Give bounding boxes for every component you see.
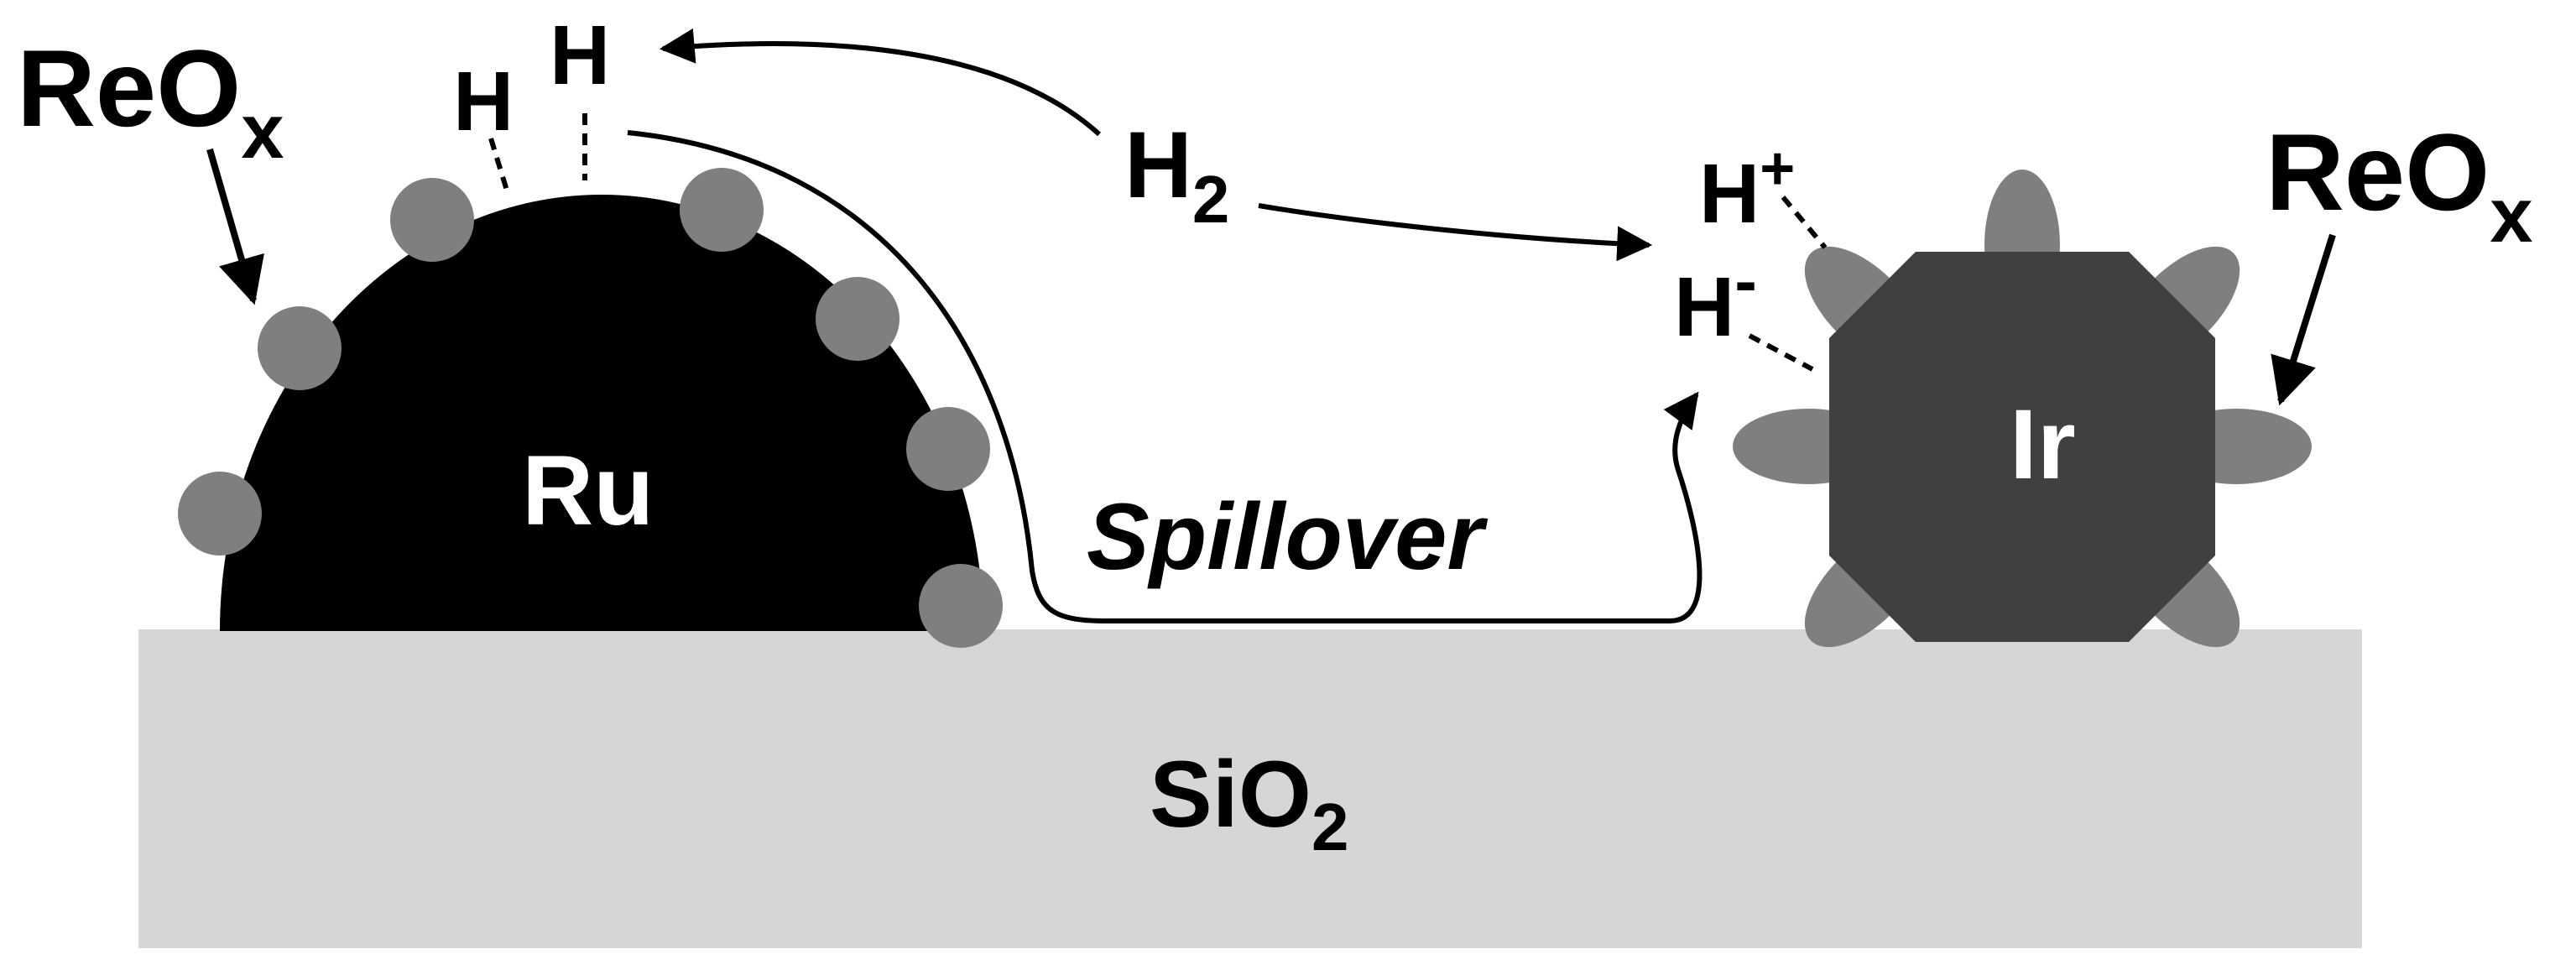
sio2-label-sub: 2 bbox=[1311, 790, 1349, 864]
reox-left-sub: x bbox=[241, 89, 284, 175]
h-minus-main: H bbox=[1674, 260, 1734, 354]
h2-main: H bbox=[1124, 112, 1192, 217]
h-plus-sup: + bbox=[1760, 135, 1795, 202]
spillover-path bbox=[627, 130, 1703, 623]
h2-label: H2 bbox=[1124, 112, 1229, 237]
ru-label: Ru bbox=[522, 436, 654, 546]
h2-to-ru-arrow bbox=[659, 28, 1102, 137]
h-plus-main: H bbox=[1699, 147, 1760, 241]
reox-dot bbox=[680, 168, 764, 252]
sio2-label: SiO2 bbox=[1150, 742, 1348, 864]
reox-right-arrow bbox=[2271, 233, 2336, 406]
h-minus-bond-dashed bbox=[1748, 333, 1814, 372]
reox-dot bbox=[390, 178, 474, 262]
reox-dot bbox=[816, 277, 900, 361]
reox-dot bbox=[178, 472, 262, 556]
h2-to-ir-arrow bbox=[1258, 203, 1653, 262]
ir-label: Ir bbox=[2010, 389, 2076, 500]
reox-left-label: ReOx bbox=[17, 27, 284, 175]
h2-sub: 2 bbox=[1192, 162, 1230, 237]
reox-dot bbox=[258, 306, 342, 390]
ir-particle bbox=[1829, 252, 2215, 642]
h-atom-left-1: H bbox=[453, 55, 514, 149]
reox-right-sub: x bbox=[2490, 173, 2532, 258]
h-minus-sup: - bbox=[1734, 243, 1757, 318]
sio2-substrate bbox=[138, 629, 2362, 948]
ru-particle bbox=[220, 195, 983, 631]
reox-right-label: ReOx bbox=[2266, 111, 2532, 258]
sio2-label-main: SiO bbox=[1150, 742, 1311, 847]
spillover-label: Spillover bbox=[1087, 484, 1488, 589]
h-plus-bond-dashed bbox=[1781, 196, 1828, 249]
reox-dot bbox=[919, 564, 1003, 648]
reox-dot bbox=[906, 407, 990, 491]
reox-dots-ru bbox=[178, 168, 1003, 648]
reox-right-main: ReO bbox=[2266, 111, 2490, 233]
h-minus-label: H- bbox=[1674, 243, 1757, 354]
h-atom-left-2: H bbox=[550, 8, 610, 102]
reox-left-main: ReO bbox=[17, 27, 241, 149]
reox-left-arrow bbox=[206, 148, 264, 305]
h-bond-dashed bbox=[488, 138, 510, 194]
h-plus-label: H+ bbox=[1699, 135, 1795, 241]
